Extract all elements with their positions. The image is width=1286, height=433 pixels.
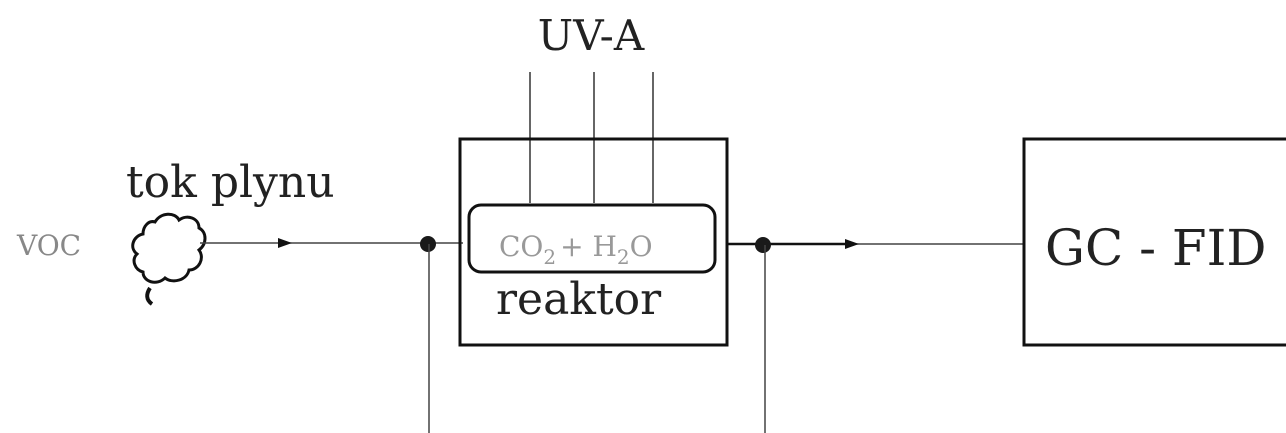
outlet-junction-dot	[755, 237, 771, 253]
reaction-sub-2: 2	[617, 245, 630, 269]
reaction-co: CO	[499, 230, 543, 263]
reaction-o: O	[630, 230, 653, 263]
outflow-arrow-icon	[845, 239, 859, 249]
uv-label: UV-A	[538, 11, 645, 60]
inflow-arrow-icon	[278, 238, 292, 248]
reaction-sub-1: 2	[543, 245, 556, 269]
reactor-label: reaktor	[496, 274, 662, 325]
reaction-chamber	[467, 203, 717, 274]
inlet-junction-dot	[420, 236, 436, 252]
voc-label: VOC	[16, 229, 81, 262]
reaction-plus-h: + H	[560, 230, 617, 263]
flow-label: tok plynu	[126, 157, 335, 208]
gas-cloud-icon	[131, 212, 207, 284]
detector-label: GC - FID	[1045, 219, 1266, 277]
reaction-products: CO2+ H2O	[499, 230, 653, 269]
detector-box	[1022, 137, 1286, 347]
reactor-box	[458, 137, 729, 347]
gas-cloud-tail	[145, 286, 154, 306]
